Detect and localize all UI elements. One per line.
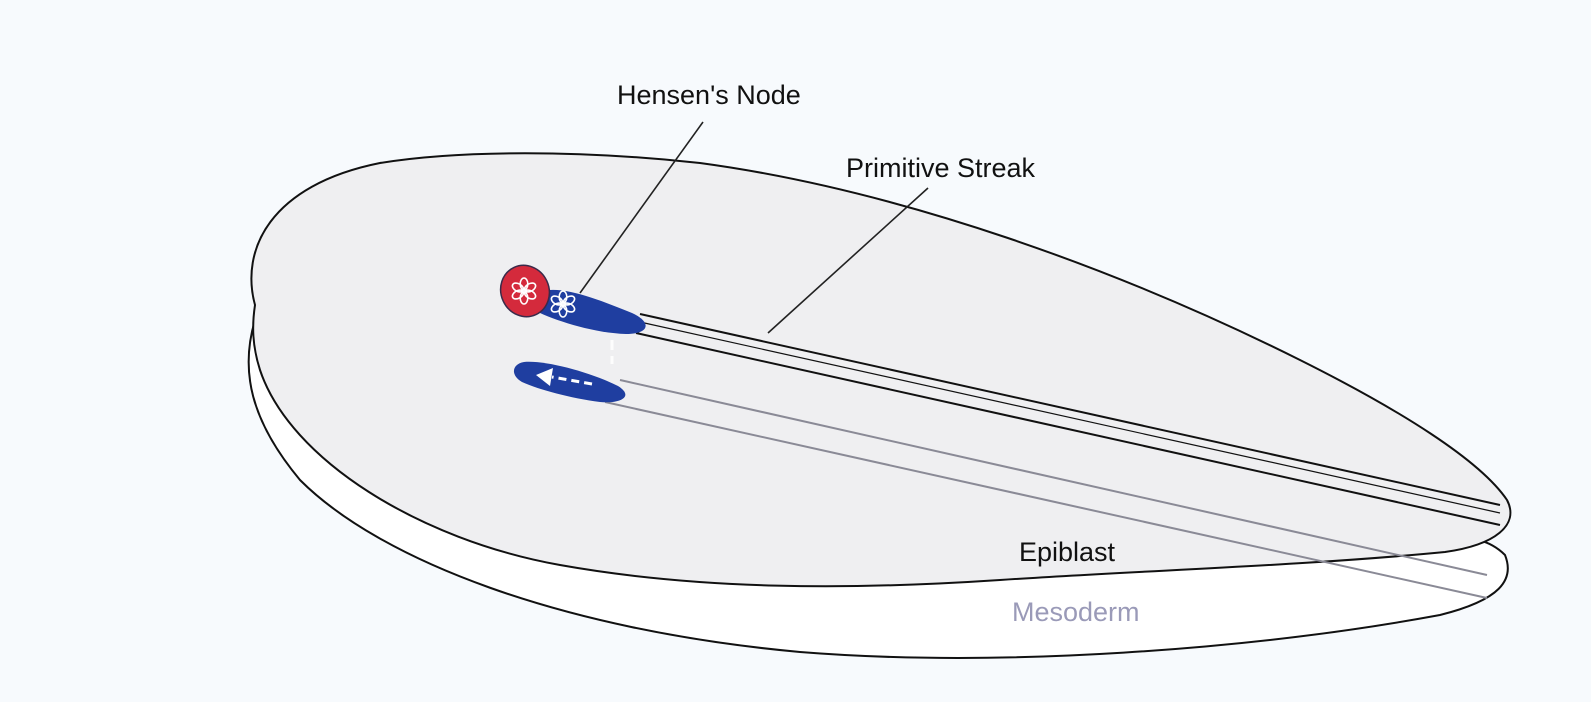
mesoderm-line-upper bbox=[619, 379, 1488, 576]
blue-streak-lower bbox=[513, 361, 626, 403]
leader-line-hensens-node bbox=[579, 121, 704, 294]
streak-line-3 bbox=[635, 332, 1501, 526]
label-hensens-node: Hensen's Node bbox=[617, 80, 801, 110]
primitive-streak bbox=[635, 313, 1501, 526]
streak-line-2 bbox=[639, 321, 1501, 514]
streak-line-1 bbox=[639, 313, 1501, 506]
epiblast-layer bbox=[250, 152, 1512, 588]
flower-icon bbox=[550, 290, 576, 318]
label-primitive-streak: Primitive Streak bbox=[846, 153, 1036, 183]
mesoderm-lines bbox=[604, 379, 1488, 599]
arrow-left-icon bbox=[536, 368, 593, 386]
mesoderm-line-lower bbox=[604, 401, 1488, 599]
flower-icon bbox=[511, 277, 537, 305]
leader-line-primitive-streak bbox=[767, 187, 929, 334]
label-mesoderm: Mesoderm bbox=[1012, 597, 1140, 627]
label-epiblast: Epiblast bbox=[1019, 537, 1116, 567]
